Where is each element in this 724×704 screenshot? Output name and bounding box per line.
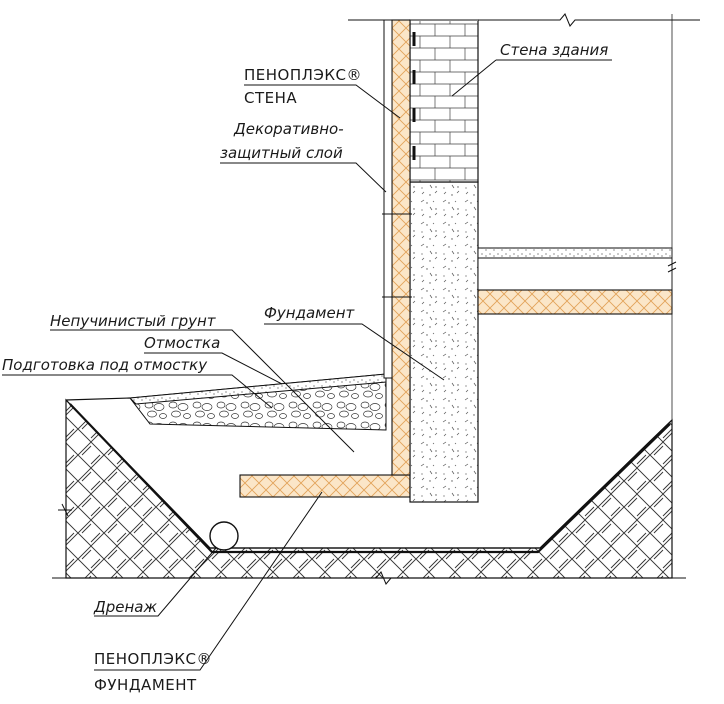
penoplex-foundation-board (239, 474, 411, 498)
drainage-pipe (209, 521, 239, 551)
label-blind-area-prep: Подготовка под отмостку (2, 356, 208, 374)
label-blind-area: Отмостка (144, 334, 220, 352)
label-nonheaving-soil: Непучинистый грунт (50, 312, 217, 330)
label-wall: Стена здания (500, 41, 608, 59)
label-penoplex-found-1: ПЕНОПЛЭКС® (94, 650, 212, 668)
top-break-line (348, 13, 700, 27)
bottom-break-line (52, 571, 686, 585)
decorative-protective-layer (383, 19, 393, 379)
label-drainage: Дренаж (93, 598, 157, 616)
floor-insulation (477, 289, 673, 315)
penoplex-wall-board (391, 19, 411, 476)
ground-line-left (65, 397, 131, 401)
waterproof-membrane (69, 403, 671, 554)
label-penoplex-wall-2: СТЕНА (244, 89, 297, 107)
building-wall (409, 19, 479, 183)
blind-area (128, 373, 387, 405)
label-foundation: Фундамент (264, 304, 356, 322)
label-decor-2: защитный слой (220, 144, 343, 162)
floor-screed (477, 247, 673, 259)
foundation-concrete (409, 181, 479, 503)
label-decor-1: Декоративно- (233, 120, 344, 138)
label-penoplex-wall-1: ПЕНОПЛЭКС® (244, 66, 362, 84)
label-penoplex-found-2: ФУНДАМЕНТ (94, 676, 197, 694)
floor-base (477, 257, 673, 291)
